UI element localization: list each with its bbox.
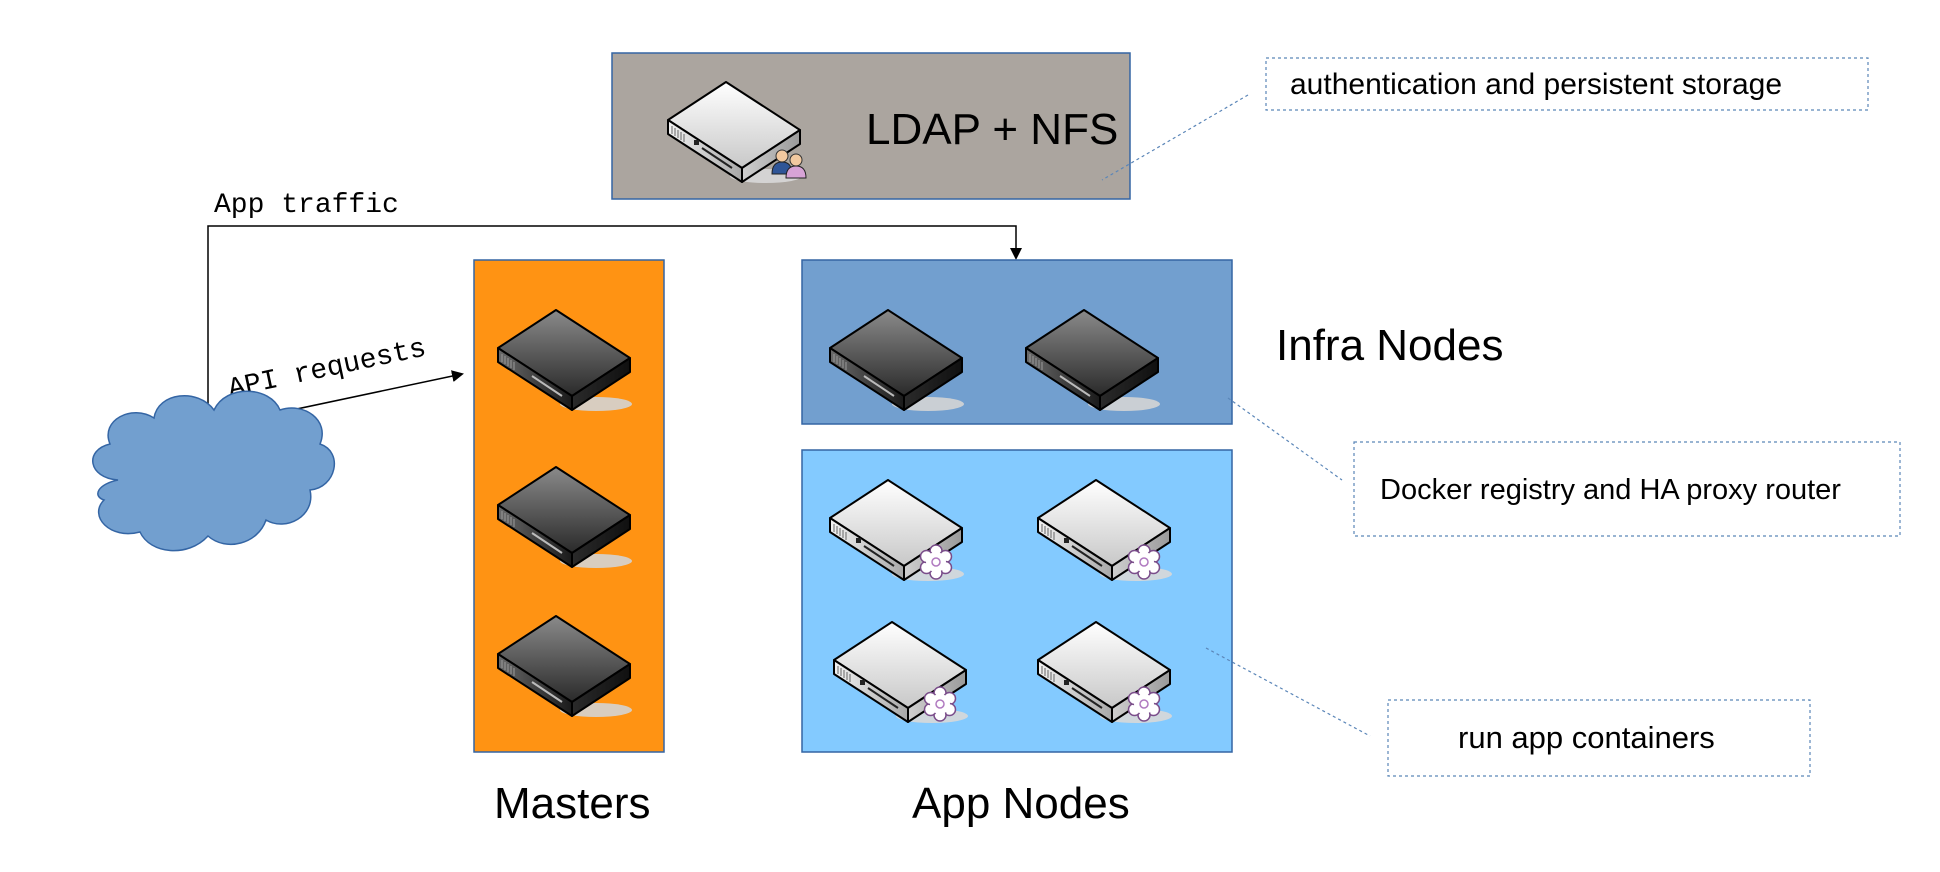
infra-nodes-group: Infra Nodes bbox=[801, 259, 1503, 425]
cloud-icon bbox=[92, 390, 336, 552]
note-auth-connector bbox=[1101, 94, 1249, 181]
app-traffic-label: App traffic bbox=[214, 190, 399, 221]
app-traffic-line bbox=[207, 225, 1022, 432]
app-traffic-edge: App traffic bbox=[207, 190, 1022, 432]
note-docker-connector bbox=[1227, 397, 1343, 481]
masters-group: Masters bbox=[473, 259, 665, 828]
note-containers-text: run app containers bbox=[1458, 720, 1715, 755]
note-containers-connector bbox=[1205, 647, 1371, 737]
infra-nodes-label: Infra Nodes bbox=[1276, 321, 1503, 370]
note-auth-box bbox=[1265, 57, 1869, 111]
masters-label: Masters bbox=[494, 779, 650, 828]
ldap-nfs-group: LDAP + NFS bbox=[611, 52, 1131, 200]
note-docker-box bbox=[1353, 441, 1901, 537]
app-nodes-label: App Nodes bbox=[912, 779, 1130, 828]
note-auth-text: authentication and persistent storage bbox=[1290, 68, 1782, 101]
app-nodes-group: App Nodes bbox=[801, 449, 1233, 828]
note-containers-box bbox=[1387, 699, 1811, 777]
note-docker-text: Docker registry and HA proxy router bbox=[1380, 474, 1841, 506]
ldap-nfs-label: LDAP + NFS bbox=[866, 105, 1118, 154]
